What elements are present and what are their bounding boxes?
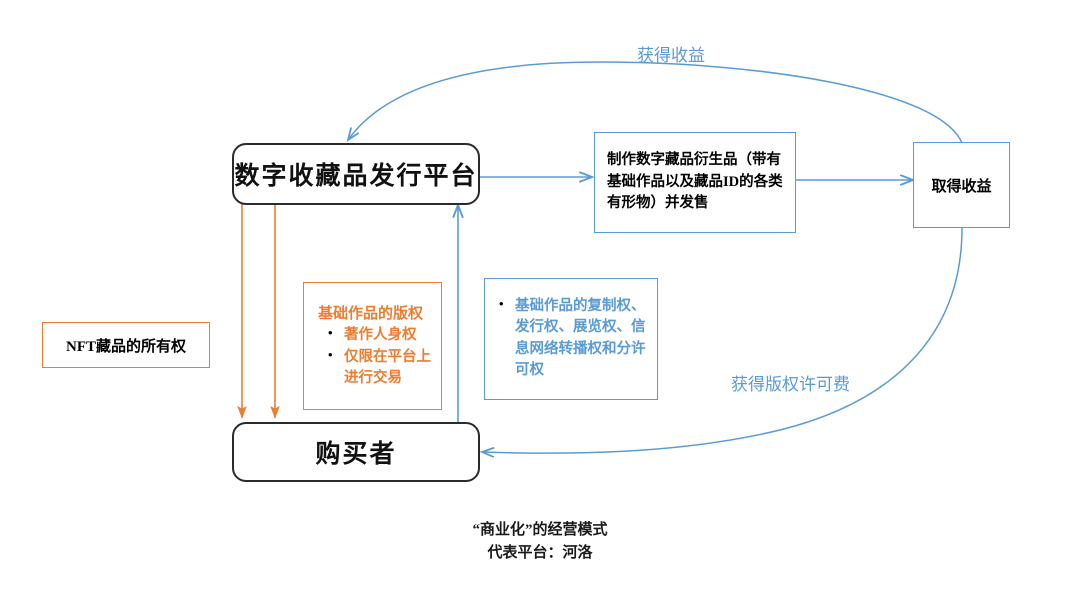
node-platform-label: 数字收藏品发行平台 [234,163,478,190]
node-base-work-copyright-bullets: 著作人身权 仅限在平台上进行交易 [312,324,433,389]
edge-label-top-revenue: 获得收益 [637,46,705,65]
bullet-item: 著作人身权 [328,324,433,346]
edge-label-license-fee: 获得版权许可费 [731,375,850,394]
edge-revenue-to-platform-curve [348,61,963,144]
bullet-item: 仅限在平台上进行交易 [328,346,433,389]
node-base-work-copyright-title: 基础作品的版权 [318,305,424,322]
caption-line-1: “商业化”的经营模式 [472,522,608,538]
node-base-work-copyright[interactable]: 基础作品的版权 著作人身权 仅限在平台上进行交易 [303,282,442,410]
caption-line-2: 代表平台：河洛 [487,545,593,562]
node-buyer-label: 购买者 [315,441,397,468]
node-derivative-products-label: 制作数字藏品衍生品（带有基础作品以及藏品ID的各类有形物）并发售 [607,151,783,212]
bullet-item: 基础作品的复制权、发行权、展览权、信息网络转播权和分许可权 [499,295,657,380]
node-nft-ownership-label: NFT藏品的所有权 [65,338,186,355]
diagram-caption: “商业化”的经营模式 代表平台：河洛 [0,519,1080,566]
node-derivative-products[interactable]: 制作数字藏品衍生品（带有基础作品以及藏品ID的各类有形物）并发售 [594,132,796,233]
node-platform[interactable]: 数字收藏品发行平台 [232,143,480,205]
node-nft-ownership[interactable]: NFT藏品的所有权 [42,322,210,368]
node-revenue-label: 取得收益 [931,178,992,195]
node-buyer[interactable]: 购买者 [232,422,480,482]
node-base-work-rights[interactable]: 基础作品的复制权、发行权、展览权、信息网络转播权和分许可权 [484,278,658,400]
node-revenue[interactable]: 取得收益 [913,142,1010,228]
node-base-work-rights-bullets: 基础作品的复制权、发行权、展览权、信息网络转播权和分许可权 [485,295,657,381]
